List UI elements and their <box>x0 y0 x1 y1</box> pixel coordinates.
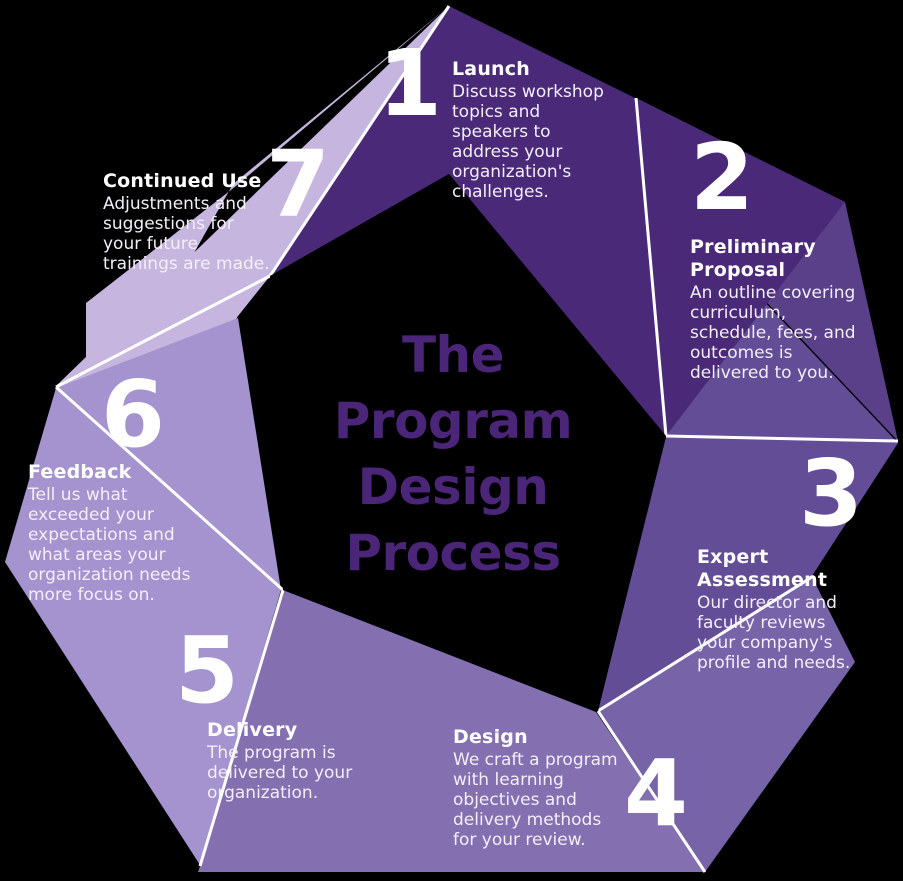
title-line-4: Process <box>345 524 561 582</box>
segment-label-7[interactable]: Continued Use Adjustments and suggestion… <box>103 170 273 274</box>
segment-description-2: An outline covering curriculum, schedule… <box>690 282 856 383</box>
divider-1-2 <box>634 97 668 437</box>
segment-title-4: Design <box>453 726 528 748</box>
divider-7-1 <box>55 274 271 389</box>
segment-shapes <box>5 6 898 872</box>
segment-number-3: 3 <box>799 440 863 547</box>
segment-title-1: Launch <box>452 58 530 80</box>
segment-dividers <box>55 5 899 873</box>
segment-title-5: Delivery <box>207 719 298 741</box>
divider-4-5 <box>596 710 707 873</box>
segment-3[interactable] <box>598 276 898 710</box>
title-line-1: The <box>401 326 505 384</box>
segment-label-2[interactable]: Preliminary Proposal An outline covering… <box>690 236 856 383</box>
title-line-3: Design <box>357 458 549 516</box>
divider-2-3 <box>665 434 899 443</box>
segment-number-5: 5 <box>175 617 239 724</box>
inner-hole-2 <box>270 174 666 711</box>
segment-6[interactable] <box>5 318 281 865</box>
segment-description-7: Adjustments and suggestions for your fut… <box>103 193 270 274</box>
segment-label-6[interactable]: Feedback Tell us what exceeded your expe… <box>28 461 196 605</box>
divider-3-4 <box>597 575 813 713</box>
segment-label-3[interactable]: Expert Assessment Our director and facul… <box>697 546 857 673</box>
segment-5[interactable] <box>198 590 705 872</box>
segment-description-1: Discuss workshop topics and speakers to … <box>452 81 604 203</box>
segment-title-3: Expert Assessment <box>697 546 828 591</box>
page-title: The Program Design Process <box>288 322 618 586</box>
segment-description-4: We craft a program with learning objecti… <box>453 749 618 850</box>
segment-description-6: Tell us what exceeded your expectations … <box>28 484 191 606</box>
segment-number-6: 6 <box>101 361 165 468</box>
segment-number-4: 4 <box>624 740 688 847</box>
segment-description-3: Our director and faculty reviews your co… <box>697 592 851 673</box>
divider-7-1b <box>268 5 451 277</box>
segment-title-7: Continued Use <box>103 170 262 192</box>
segment-label-4[interactable]: Design We craft a program with learning … <box>453 726 621 850</box>
segment-4[interactable] <box>598 577 855 872</box>
segment-number-7: 7 <box>266 131 330 238</box>
segment-description-5: The program is delivered to your organiz… <box>207 742 353 803</box>
segment-label-5[interactable]: Delivery The program is delivered to you… <box>207 719 367 803</box>
segment-title-2: Preliminary Proposal <box>690 236 816 281</box>
segment-title-6: Feedback <box>28 461 132 483</box>
segment-number-1: 1 <box>378 30 442 137</box>
divider-6-7 <box>55 385 284 592</box>
divider-5-6 <box>198 589 285 867</box>
segment-label-1[interactable]: Launch Discuss workshop topics and speak… <box>452 58 617 202</box>
title-line-2: Program <box>333 392 573 450</box>
segment-number-2: 2 <box>690 124 754 231</box>
